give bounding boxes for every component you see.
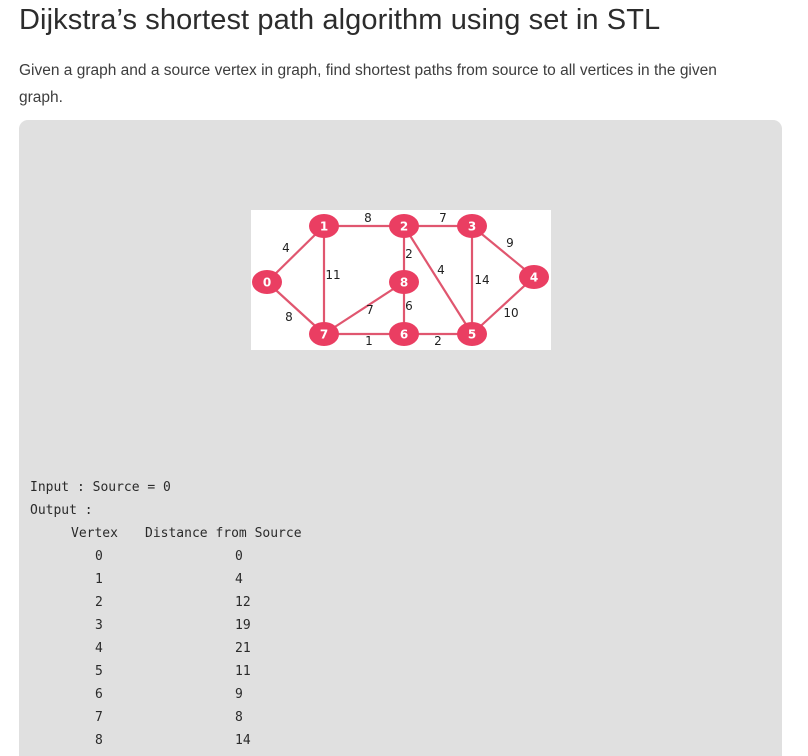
- table-row: 6 9: [0, 683, 808, 706]
- node-circle: [389, 322, 419, 346]
- node-circle: [309, 214, 339, 238]
- graph-node-4: 4: [519, 265, 549, 289]
- edge-weight-label: 10: [503, 306, 518, 320]
- table-row: 7 8: [0, 706, 808, 729]
- edge-weight-label: 2: [434, 334, 442, 348]
- vertex-cell: 0: [95, 549, 103, 564]
- distance-cell: 8: [235, 710, 243, 725]
- distance-cell: 11: [235, 664, 251, 679]
- vertex-cell: 4: [95, 641, 103, 656]
- node-circle: [252, 270, 282, 294]
- graph-edge-2-5: [403, 225, 473, 335]
- edge-weight-label: 9: [506, 236, 514, 250]
- graph-edge-4-5: [471, 276, 535, 335]
- output-label: Output :: [30, 503, 93, 518]
- node-circle: [389, 270, 419, 294]
- graph-node-7: 7: [309, 322, 339, 346]
- node-label: 7: [320, 328, 328, 342]
- edge-weight-label: 4: [282, 241, 290, 255]
- node-circle: [389, 214, 419, 238]
- edge-weight-label: 4: [437, 263, 445, 277]
- distance-cell: 12: [235, 595, 251, 610]
- node-label: 8: [400, 276, 408, 290]
- distance-cell: 21: [235, 641, 251, 656]
- edge-weight-label: 7: [439, 211, 447, 225]
- article-description: Given a graph and a source vertex in gra…: [19, 62, 717, 106]
- edge-weight-label: 11: [325, 268, 340, 282]
- table-row: 5 11: [0, 660, 808, 683]
- edge-weight-label: 6: [405, 299, 413, 313]
- page-title: Dijkstra’s shortest path algorithm using…: [19, 4, 661, 36]
- weight-layer: 4 8 8 11 7 2 4 9 14 10 2 1 6 7: [282, 211, 518, 348]
- output-table-header: Vertex Distance from Source: [0, 522, 808, 545]
- node-label: 5: [468, 328, 476, 342]
- vertex-cell: 2: [95, 595, 103, 610]
- vertex-cell: 8: [95, 733, 103, 748]
- table-row: 1 4: [0, 568, 808, 591]
- graph-node-5: 5: [457, 322, 487, 346]
- distance-cell: 4: [235, 572, 243, 587]
- graph-node-1: 1: [309, 214, 339, 238]
- vertex-cell: 7: [95, 710, 103, 725]
- graph-node-3: 3: [457, 214, 487, 238]
- node-label: 0: [263, 276, 271, 290]
- table-row: 8 14: [0, 729, 808, 752]
- input-line: Input : Source = 0: [30, 480, 171, 495]
- vertex-cell: 3: [95, 618, 103, 633]
- header-vertex: Vertex: [71, 526, 118, 541]
- header-distance: Distance from Source: [145, 526, 302, 541]
- distance-cell: 9: [235, 687, 243, 702]
- edge-weight-label: 8: [364, 211, 372, 225]
- table-row: 2 12: [0, 591, 808, 614]
- edge-weight-label: 2: [405, 247, 413, 261]
- graph-node-0: 0: [252, 270, 282, 294]
- node-label: 1: [320, 220, 328, 234]
- graph-node-8: 8: [389, 270, 419, 294]
- distance-cell: 14: [235, 733, 251, 748]
- table-row: 4 21: [0, 637, 808, 660]
- vertex-cell: 5: [95, 664, 103, 679]
- node-circle: [519, 265, 549, 289]
- node-circle: [457, 322, 487, 346]
- vertex-cell: 6: [95, 687, 103, 702]
- graph-node-2: 2: [389, 214, 419, 238]
- distance-cell: 0: [235, 549, 243, 564]
- node-layer: 0 1 2 3 4 5 6 7 8: [252, 214, 549, 346]
- vertex-cell: 1: [95, 572, 103, 587]
- graph-edge-7-8: [323, 281, 405, 335]
- node-label: 2: [400, 220, 408, 234]
- node-circle: [457, 214, 487, 238]
- graph-diagram: 4 8 8 11 7 2 4 9 14 10 2 1 6 7 0 1 2 3 4 5 6 7 8: [252, 211, 549, 348]
- edge-weight-label: 8: [285, 310, 293, 324]
- graph-edge-0-1: [266, 225, 325, 283]
- edge-weight-label: 1: [365, 334, 373, 348]
- graph-node-6: 6: [389, 322, 419, 346]
- distance-cell: 19: [235, 618, 251, 633]
- node-label: 4: [530, 271, 538, 285]
- edge-weight-label: 7: [366, 303, 374, 317]
- table-row: 0 0: [0, 545, 808, 568]
- node-label: 6: [400, 328, 408, 342]
- node-label: 3: [468, 220, 476, 234]
- table-row: 3 19: [0, 614, 808, 637]
- graph-figure: 4 8 8 11 7 2 4 9 14 10 2 1 6 7 0 1 2 3 4 5 6 7 8: [251, 210, 551, 350]
- edge-weight-label: 14: [474, 273, 489, 287]
- node-circle: [309, 322, 339, 346]
